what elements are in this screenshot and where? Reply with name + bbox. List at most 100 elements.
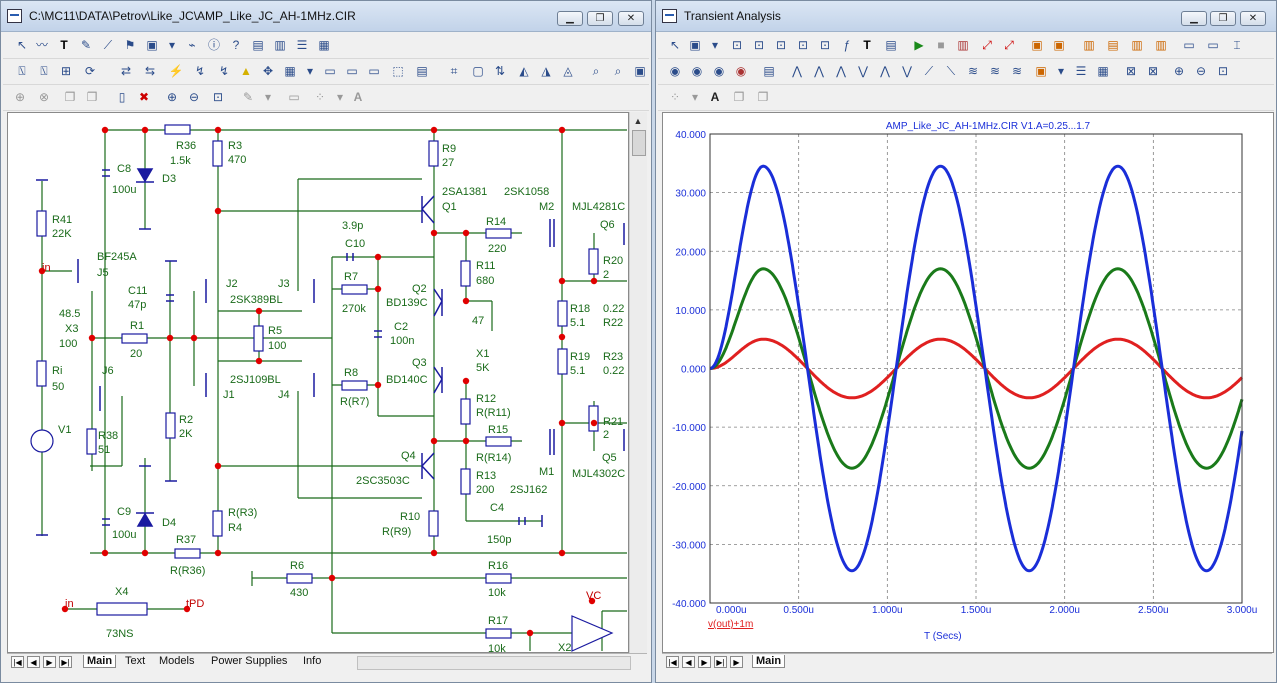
analysis-zoom-fit-icon[interactable]: ⊡ <box>1217 64 1229 78</box>
analysis-zoom-out-icon[interactable]: ⊖ <box>1195 64 1207 78</box>
last-page-icon[interactable]: ▶| <box>59 656 72 668</box>
slope-icon[interactable]: ⟋ <box>924 64 934 78</box>
number-icon[interactable]: ▦ <box>1097 64 1109 78</box>
flip-icon[interactable]: ⇆ <box>144 64 156 78</box>
next-page-icon[interactable]: ▶ <box>43 656 56 668</box>
mirror-2-icon[interactable]: ◮ <box>541 64 551 78</box>
split-v-icon[interactable]: ▭ <box>1207 38 1219 52</box>
warning-icon[interactable]: ▲ <box>240 64 252 78</box>
slope-3-icon[interactable]: ≋ <box>967 64 979 78</box>
scale-3-icon[interactable]: ⊡ <box>775 38 787 52</box>
dropdown-icon[interactable]: ▾ <box>168 38 176 52</box>
schematic-vscroll[interactable]: ▲ <box>629 112 647 653</box>
analysis-dropdown-icon[interactable]: ▾ <box>711 38 719 52</box>
paste-icon[interactable]: ❐ <box>86 90 98 104</box>
clip-icon[interactable]: ▣ <box>634 64 646 78</box>
select-arrow-icon[interactable]: ↖ <box>16 38 28 52</box>
wave-5-icon[interactable]: ⋀ <box>880 64 890 78</box>
dropdown-2-icon[interactable]: ▾ <box>306 64 314 78</box>
align-icon[interactable]: ⇅ <box>494 64 506 78</box>
clipboard-icon[interactable]: ▣ <box>1035 64 1047 78</box>
fit-icon[interactable]: ⊠ <box>1125 64 1137 78</box>
high-icon[interactable]: ◉ <box>713 64 725 78</box>
analysis-window[interactable]: Transient Analysis ▁ ❐ ✕ ↖ ▣ ▾ ⊡ ⊡ ⊡ ⊡ ⊡… <box>655 0 1277 683</box>
page-icon[interactable]: ▭ <box>324 64 336 78</box>
probe-icon[interactable]: ⌁ <box>188 38 196 52</box>
zoom-out-icon[interactable]: ⊖ <box>188 90 200 104</box>
valley-icon[interactable]: ◉ <box>691 64 703 78</box>
schematic-hscroll[interactable] <box>357 656 631 670</box>
properties-icon[interactable]: ▦ <box>318 38 330 52</box>
expand-icon[interactable]: ⤢ <box>982 38 992 52</box>
scroll-thumb[interactable] <box>632 130 646 156</box>
edit-disabled-icon[interactable]: ✎ <box>242 90 254 104</box>
prev-page-icon[interactable]: ◀ <box>27 656 40 668</box>
wave-6-icon[interactable]: ⋁ <box>902 64 912 78</box>
page-3-icon[interactable]: ▭ <box>368 64 380 78</box>
wave-1-icon[interactable]: ⋀ <box>792 64 802 78</box>
low-icon[interactable]: ◉ <box>735 64 747 78</box>
scroll-up-icon[interactable]: ▲ <box>633 116 643 126</box>
slope-2-icon[interactable]: ⟍ <box>946 64 956 78</box>
wave-4-icon[interactable]: ⋁ <box>858 64 868 78</box>
scale-2-icon[interactable]: ⊡ <box>753 38 765 52</box>
text-tool-icon[interactable]: T <box>60 38 68 52</box>
peak-icon[interactable]: ◉ <box>669 64 681 78</box>
analysis-paste-icon[interactable]: ❐ <box>757 90 769 104</box>
analysis-last-icon[interactable]: ▶| <box>714 656 727 668</box>
schematic-window[interactable]: C:\MC11\DATA\Petrov\Like_JC\AMP_Like_JC_… <box>0 0 652 683</box>
window-icon[interactable]: ▣ <box>1031 38 1043 52</box>
find-icon[interactable]: ⌕ <box>592 64 600 78</box>
minimize-button[interactable]: ▁ <box>557 11 583 26</box>
analysis-select-icon[interactable]: ↖ <box>669 38 681 52</box>
wave-2-icon[interactable]: ⋀ <box>814 64 824 78</box>
dissipation-icon[interactable]: ↯ <box>218 64 230 78</box>
series-line-3[interactable] <box>709 164 1244 573</box>
line-tool-icon[interactable]: ⟋ <box>103 38 113 52</box>
analysis-copy-icon[interactable]: ❐ <box>733 90 745 104</box>
analysis-dropdown-3-icon[interactable]: ▾ <box>691 90 699 104</box>
dropdown-3-icon[interactable]: ▾ <box>264 90 272 104</box>
font-icon[interactable]: A <box>353 90 363 104</box>
analysis-component-icon[interactable]: ▣ <box>689 38 701 52</box>
mirror-icon[interactable]: ◭ <box>519 64 529 78</box>
analysis-minimize-button[interactable]: ▁ <box>1181 11 1207 26</box>
flip-v-icon[interactable]: ◬ <box>563 64 573 78</box>
schematic-drawing[interactable]: R36 1.5k C8 100u D3 R3 470 R9 27 2SA1381… <box>8 113 628 655</box>
down-icon[interactable]: ⊕ <box>14 90 26 104</box>
analysis-restore-button[interactable]: ❐ <box>1210 11 1236 26</box>
restore-button[interactable]: ❐ <box>587 11 613 26</box>
edit-graph-icon[interactable]: ▤ <box>763 64 775 78</box>
tab-info[interactable]: Info <box>303 655 322 667</box>
scale-5-icon[interactable]: ⊡ <box>819 38 831 52</box>
analysis-tab-main[interactable]: Main <box>752 655 786 668</box>
analysis-prev-icon[interactable]: ◀ <box>682 656 695 668</box>
tab-models[interactable]: Models <box>159 655 195 667</box>
analysis-first-icon[interactable]: |◀ <box>666 656 679 668</box>
schematic-canvas[interactable]: R36 1.5k C8 100u D3 R3 470 R9 27 2SA1381… <box>7 112 629 655</box>
analysis-grid-icon[interactable]: ⁘ <box>669 90 681 104</box>
pause-icon[interactable]: ▥ <box>957 38 969 52</box>
zoom-in-icon[interactable]: ⊕ <box>166 90 178 104</box>
scale-icon[interactable]: ⊡ <box>731 38 743 52</box>
transient-plot[interactable]: AMP_Like_JC_AH-1MHz.CIR V1.A=0.25...1.7 … <box>663 113 1273 652</box>
delete-page-icon[interactable]: ✖ <box>138 90 150 104</box>
layout-2-icon[interactable]: ▤ <box>1107 38 1119 52</box>
list-view-icon[interactable]: ☰ <box>1075 64 1087 78</box>
find-2-icon[interactable]: ⌕ <box>614 64 622 78</box>
attach-icon[interactable]: ▭ <box>288 90 300 104</box>
scale-4-icon[interactable]: ⊡ <box>797 38 809 52</box>
analysis-font-icon[interactable]: A <box>710 90 720 104</box>
analysis-close-button[interactable]: ✕ <box>1240 11 1266 26</box>
series-line-1[interactable] <box>710 337 1243 400</box>
function-icon[interactable]: ƒ <box>843 38 851 52</box>
tab-power-supplies[interactable]: Power Supplies <box>211 655 288 667</box>
stop-icon[interactable]: ■ <box>937 38 945 52</box>
grid-dots-icon[interactable]: ⁘ <box>314 90 326 104</box>
current-icon[interactable]: ↯ <box>194 64 206 78</box>
help-icon[interactable]: ? <box>232 38 240 52</box>
split-h-icon[interactable]: ▭ <box>1183 38 1195 52</box>
schematic-titlebar[interactable]: C:\MC11\DATA\Petrov\Like_JC\AMP_Like_JC_… <box>1 1 651 32</box>
blank-icon[interactable]: ▢ <box>472 64 484 78</box>
zoom-fit-icon[interactable]: ⊡ <box>212 90 224 104</box>
